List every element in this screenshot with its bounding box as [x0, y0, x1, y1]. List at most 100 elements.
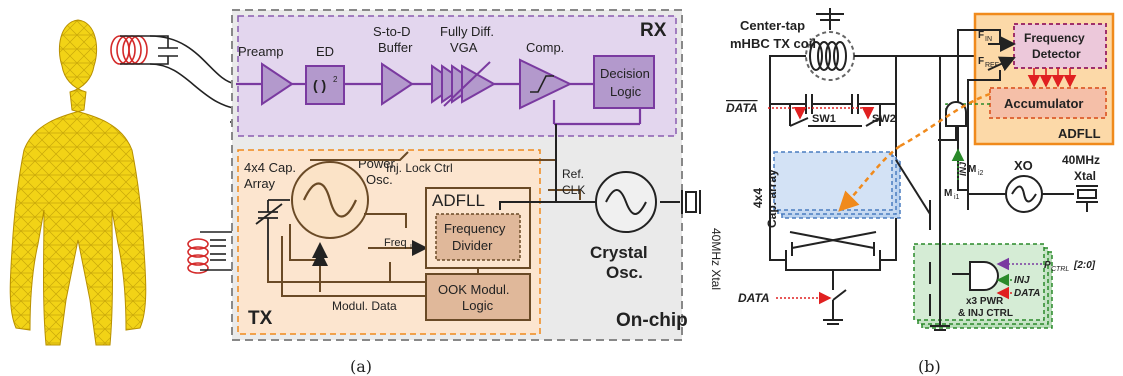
xtal-b-label-2: Xtal [1074, 169, 1096, 183]
fref-label: F [978, 56, 984, 67]
cross-coupled-pair [769, 231, 897, 280]
buffer-label-2: Buffer [378, 40, 413, 55]
xo-sine-icon [1011, 185, 1037, 203]
variable-capacitor [255, 199, 290, 260]
buffer-label-1: S-to-D [373, 24, 411, 39]
tx-label: TX [248, 308, 273, 329]
fin-wire [957, 29, 1001, 56]
caption-a: (a) [350, 357, 372, 376]
comp-label: Comp. [526, 40, 564, 55]
crystal-osc-label-1: Crystal [590, 243, 648, 262]
coil-label-2: mHBC TX coil [730, 36, 816, 51]
vga-stack [431, 61, 497, 107]
ref-clk-wiring [499, 124, 680, 210]
pwr-transistors [929, 240, 970, 331]
freq-div-label-1: Frequency [444, 221, 506, 236]
pwr-label-2: & INJ CTRL [958, 308, 1013, 319]
pctrl-bits: [2:0] [1073, 260, 1096, 271]
freq-in-sub: IN [410, 244, 417, 251]
freq-div-label-2: Divider [452, 238, 493, 253]
accumulator-label: Accumulator [1004, 96, 1083, 111]
adfll-label: ADFLL [432, 191, 485, 210]
adfll-to-cap-array-arrow [899, 92, 991, 148]
xtal-b-label-1: 40MHz [1062, 153, 1100, 167]
mi1-sub: i1 [954, 194, 960, 201]
fref-wire [967, 70, 1001, 194]
sine-icon [302, 182, 358, 218]
xo-label: XO [1014, 158, 1033, 173]
ed-symbol: ( ) [313, 77, 326, 93]
tx-cap-array-label-1: 4x4 Cap. [244, 160, 296, 175]
inj-in-label: INJ [1014, 275, 1030, 286]
ed-exponent: 2 [333, 75, 338, 84]
xtal-label: 40MHz Xtal [709, 228, 723, 290]
data-bar-label: DATA [726, 101, 758, 115]
freq-det-label-1: Frequency [1024, 31, 1085, 45]
rx-label: RX [640, 20, 667, 41]
mi1-label: M [944, 188, 952, 199]
and-gate-out [938, 126, 957, 141]
data-in-label: DATA [1014, 288, 1040, 299]
caption-b: (b) [918, 357, 941, 376]
and-gate-top [945, 101, 967, 127]
tank-capacitors [770, 94, 896, 126]
decision-logic-block [593, 55, 655, 109]
pwr-label-1: x3 PWR [966, 296, 1004, 307]
cap-array-stack [773, 151, 901, 219]
mi2-sub: i2 [978, 170, 984, 177]
frequency-divider-block [435, 213, 521, 261]
and-gate-bottom [969, 261, 999, 291]
coil-label-1: Center-tap [740, 18, 805, 33]
ook-label-1: OOK Modul. [438, 282, 510, 297]
bottom-switch [823, 280, 847, 325]
vga-label-1: Fully Diff. [440, 24, 494, 39]
fref-arrow [987, 56, 1016, 72]
sw2-label: SW2 [872, 113, 896, 125]
preamp-label: Preamp [238, 44, 284, 59]
sw1-label: SW1 [812, 113, 836, 125]
pctrl-label: P [1044, 260, 1051, 271]
ook-modulation-logic [425, 273, 531, 321]
human-body-illustration [9, 19, 209, 346]
xtal-b-symbol [1042, 185, 1098, 212]
fref-sub: REF [985, 62, 999, 69]
vga-label-2: VGA [450, 40, 478, 55]
hysteresis-icon [530, 75, 554, 93]
fin-sub: IN [985, 36, 992, 43]
decision-label-2: Logic [610, 84, 642, 99]
accumulator-block [989, 87, 1107, 119]
preamp-triangle [261, 62, 294, 106]
data-bar-arrow-2 [800, 106, 875, 120]
inj-lock-label: Inj. Lock Ctrl [386, 161, 453, 175]
data-bar-arrow [768, 106, 807, 120]
switches [789, 117, 881, 127]
crystal-osc-label-2: Osc. [606, 263, 643, 282]
fin-label: F [978, 30, 984, 41]
cap-array-b-label-2: Cap. array [765, 169, 779, 228]
ref-clk-label-1: Ref. [562, 167, 584, 181]
pctrl-sub: CTRL [1051, 266, 1069, 273]
frequency-detector-block [1013, 23, 1107, 69]
freq-in-label: Freq [384, 237, 407, 249]
on-chip-label: On-chip [616, 310, 688, 331]
detector-output-arrows [1027, 68, 1077, 88]
modul-data-label: Modul. Data [332, 299, 397, 313]
cap-array-b-label-1: 4x4 [751, 188, 765, 208]
crystal-sine-icon [605, 189, 647, 215]
rx-signal-path [236, 82, 642, 126]
power-osc-label-2: Osc. [366, 172, 393, 187]
tx-cap-array-label-2: Array [244, 176, 276, 191]
envelope-detector [305, 65, 345, 105]
inj-label: INJ [958, 161, 968, 176]
mi2-label: M [968, 164, 976, 175]
decision-label-1: Decision [600, 66, 650, 81]
comparator [519, 58, 573, 110]
data-left-label: DATA [738, 291, 770, 305]
xtal-symbol [681, 190, 701, 214]
ed-label: ED [316, 44, 334, 59]
ref-clk-label-2: CLK [562, 183, 585, 197]
adfll-b-label: ADFLL [1058, 126, 1101, 141]
s-to-d-buffer [381, 62, 414, 106]
ook-label-2: Logic [462, 298, 494, 313]
